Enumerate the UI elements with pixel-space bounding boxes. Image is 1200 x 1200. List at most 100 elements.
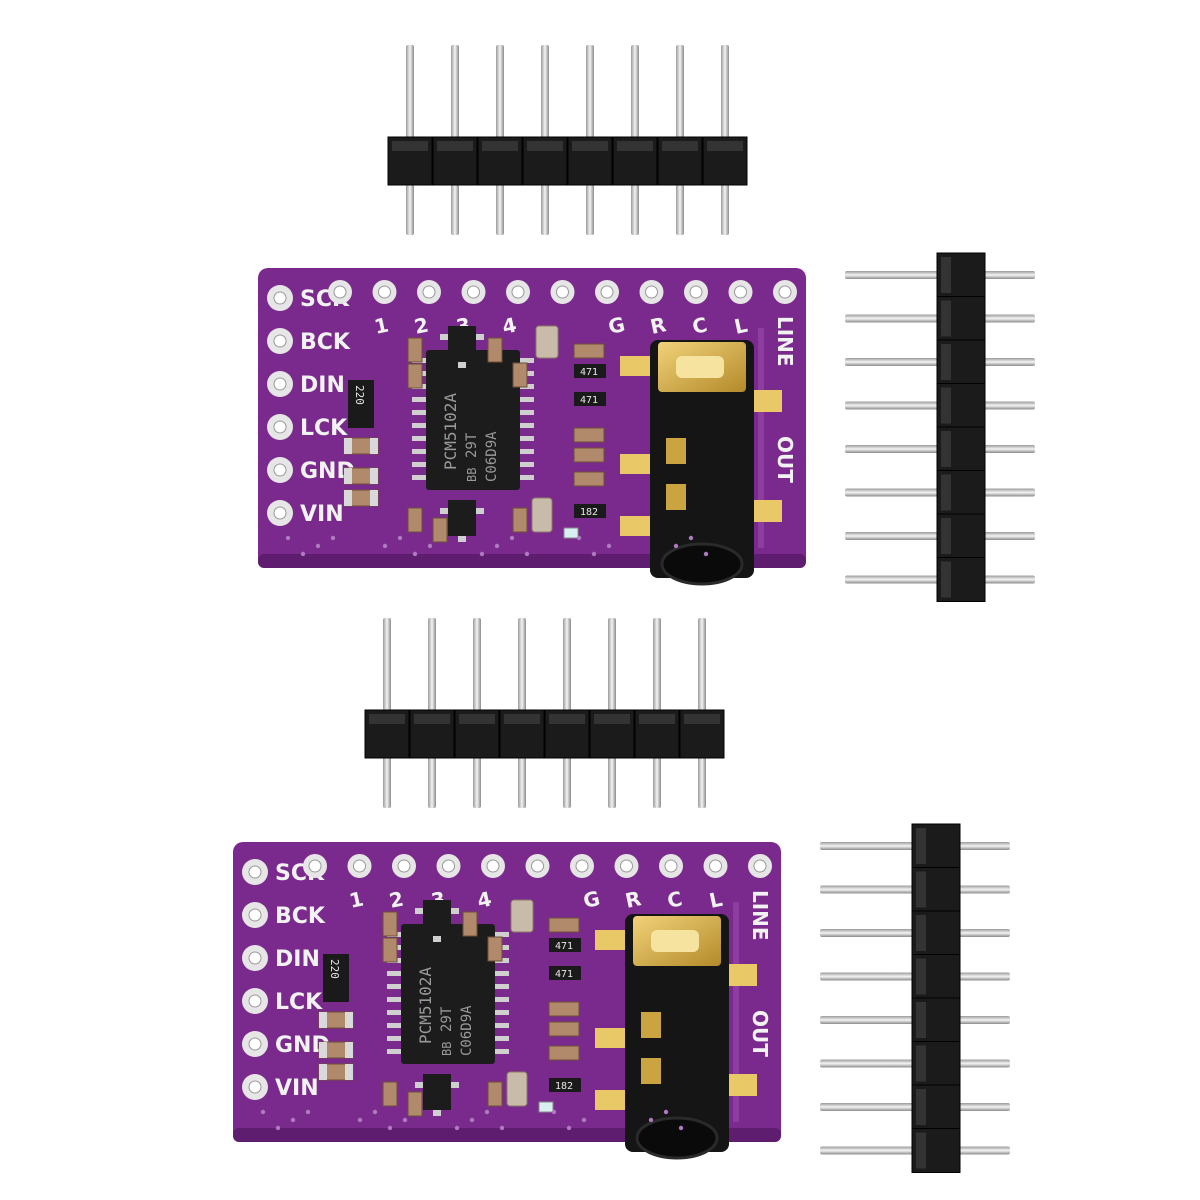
pcb-via (387, 1125, 393, 1131)
resistor-array (348, 380, 374, 428)
header-plastic-highlight (482, 141, 518, 151)
header-plastic-highlight (414, 714, 450, 724)
pcb-via (648, 1117, 654, 1123)
chip-lead (520, 423, 534, 428)
gold-pad (754, 500, 782, 522)
smd-capacitor-small (487, 1081, 503, 1107)
side-label-out: OUT (773, 436, 797, 483)
tantalum-capacitor (510, 899, 534, 933)
header-plastic-highlight (916, 871, 926, 908)
pad-hole (556, 285, 569, 299)
pin-label-bck: BCK (300, 330, 351, 355)
chip-part-number: PCM5102A (441, 393, 460, 470)
gold-pad (620, 356, 650, 376)
pad-hole (645, 285, 658, 299)
capacitor-end (370, 468, 378, 484)
chip-lead (520, 397, 534, 402)
pcb-via (551, 1109, 557, 1115)
smd-capacitor (573, 471, 605, 487)
top-pin-label: C (690, 312, 709, 339)
pad-hole (273, 291, 287, 305)
pcb-via (412, 551, 418, 557)
pad-hole (273, 506, 287, 520)
pcb-via (260, 1109, 266, 1115)
pin-label-lck: LCK (275, 990, 323, 1015)
pad-hole (600, 285, 614, 299)
pcb-via (673, 543, 679, 549)
pcb-via (290, 1117, 296, 1123)
smd-capacitor-small (487, 337, 503, 363)
regulator-lead (458, 362, 466, 368)
resistor-code: 471 (555, 969, 573, 980)
pad-hole (248, 865, 262, 879)
chip-lead (495, 1049, 509, 1054)
chip-lead (495, 1036, 509, 1041)
chip-lead (412, 436, 426, 441)
header-plastic-highlight (941, 300, 951, 337)
chip-lead (412, 462, 426, 467)
chip-part-number: PCM5102A (416, 967, 435, 1044)
smd-capacitor-small (432, 517, 448, 543)
header-plastic-highlight (916, 1002, 926, 1038)
chip-lead (412, 423, 426, 428)
dac-chip (401, 924, 495, 1064)
pcb-via (382, 543, 388, 549)
resistor-code: 471 (555, 941, 573, 952)
resistor-code: 471 (580, 367, 598, 378)
smd-capacitor-small (487, 936, 503, 962)
top-pin-label: 1 (347, 887, 366, 913)
jack-contact (641, 1058, 661, 1084)
pcb-via (300, 551, 306, 557)
smd-capacitor (548, 1021, 580, 1037)
smd-capacitor (573, 343, 605, 359)
pad-hole (248, 951, 262, 965)
smd-capacitor (548, 1001, 580, 1017)
chip-lead (412, 475, 426, 480)
gold-pad (595, 1028, 625, 1048)
regulator-lead (415, 1082, 423, 1088)
resistor-code: 471 (580, 395, 598, 406)
pad-hole (734, 285, 747, 299)
pcb-via (454, 1125, 460, 1131)
pad-hole (248, 908, 262, 922)
header-plastic-highlight (941, 518, 951, 554)
pcb-via (305, 1109, 311, 1115)
header-plastic-highlight (941, 387, 951, 424)
pad-hole (248, 994, 262, 1008)
header-plastic-highlight (549, 714, 585, 724)
chip-logo: BB (465, 468, 479, 482)
pcb-via (591, 551, 597, 557)
smd-capacitor-small (382, 911, 398, 937)
pad-hole (248, 1037, 262, 1051)
jack-shield-highlight (676, 356, 724, 378)
pin-header-right-2 (820, 823, 1010, 1173)
pad-hole (442, 859, 455, 873)
pcb-via (606, 543, 612, 549)
chip-lead (520, 358, 534, 363)
dac-chip (426, 350, 520, 490)
gold-pad (754, 390, 782, 412)
header-plastic-highlight (916, 1089, 926, 1125)
smd-capacitor (548, 1045, 580, 1061)
pad-hole (511, 285, 525, 299)
pcb-via (285, 535, 291, 541)
smd-capacitor (548, 917, 580, 933)
header-plastic-highlight (527, 141, 563, 151)
pad-hole (467, 285, 480, 299)
smd-resistor (549, 1078, 581, 1092)
smd-capacitor-small (407, 507, 423, 533)
regulator-lead (451, 908, 459, 914)
pad-hole (620, 859, 633, 873)
smd-capacitor-small (407, 1091, 423, 1117)
header-plastic-highlight (941, 257, 951, 293)
pin-label-din: DIN (300, 373, 345, 398)
header-plastic-highlight (594, 714, 630, 724)
smd-resistor (574, 392, 606, 406)
chip-lead (520, 475, 534, 480)
chip-lead (495, 984, 509, 989)
pcb-via (469, 1117, 475, 1123)
pin-label-vin: VIN (300, 502, 344, 527)
pcb-via (402, 1117, 408, 1123)
chip-logo: BB (440, 1042, 454, 1056)
